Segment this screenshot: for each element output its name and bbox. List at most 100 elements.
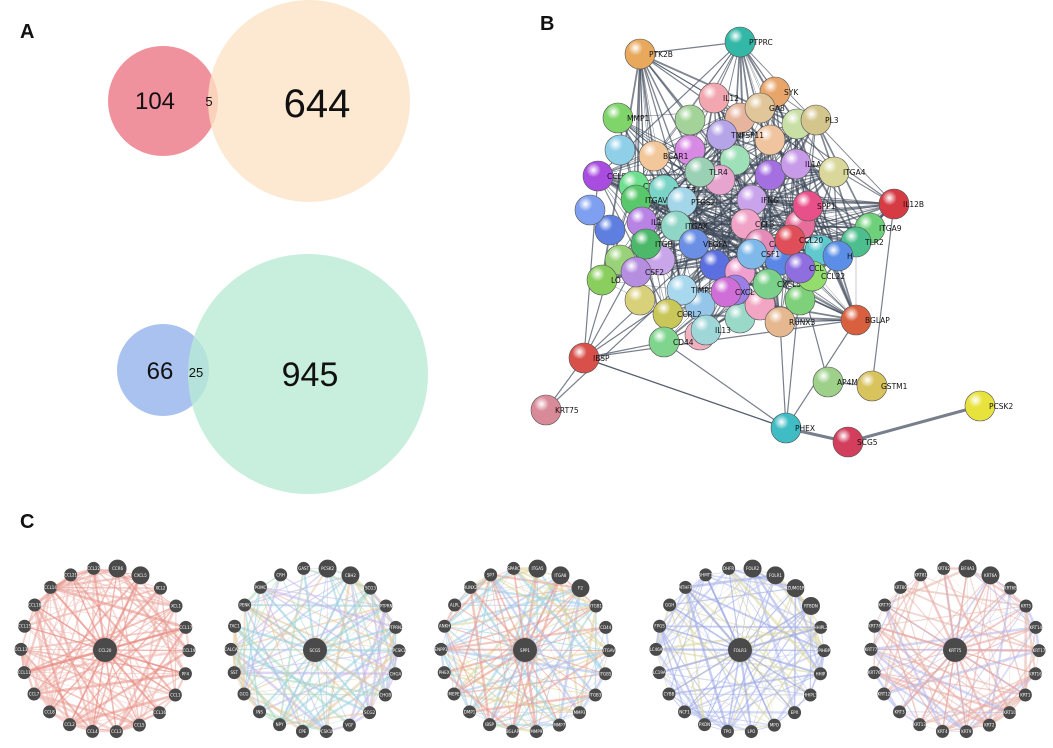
genemania-node-label: KRT79 [878, 602, 891, 607]
network-node-label: IL13 [715, 326, 731, 335]
genemania-node-label: FOLR1 [769, 573, 782, 578]
genemania-node [1032, 644, 1046, 658]
genemania-node-label: KRT76 [868, 670, 881, 675]
genemania-node [678, 705, 692, 719]
genemania-node [179, 620, 193, 634]
genemania-node [588, 688, 602, 702]
genemania-node-label: KRT82 [937, 566, 950, 571]
network-node [744, 92, 776, 124]
genemania-node [1018, 688, 1032, 702]
genemania-node [788, 706, 802, 720]
genemania-node-label: MMP7 [553, 723, 565, 728]
genemania-node [253, 705, 267, 719]
network-node [678, 228, 710, 260]
network-node-label: H [847, 252, 853, 261]
network-node-label: IL12 [723, 94, 739, 103]
genemania-node [228, 619, 242, 633]
network-node [764, 306, 796, 338]
venn-top-left-circle [108, 46, 218, 156]
genemania-node [817, 644, 831, 658]
network-node-label: RUNX3 [789, 318, 815, 327]
network-node-label: LO [611, 276, 621, 285]
genemania-node [878, 598, 892, 612]
network-node [964, 390, 996, 422]
genemania-node-label: MMP3 [574, 710, 586, 715]
genemania-node-label: CHGA [390, 671, 402, 676]
genemania-node-label: GPIHBP1 [815, 648, 833, 653]
genemania-node [877, 687, 891, 701]
genemania-node [505, 724, 519, 738]
network-node-unlabeled [674, 104, 706, 136]
protein-network: PTK2BPTPRCSYKIL12GA8MMP1MMPPL3TNFSF11BCA… [530, 26, 1013, 458]
network-node [586, 264, 618, 296]
genemania-node [599, 620, 613, 634]
venn-top-right-circle [208, 0, 410, 202]
genemania-node [813, 667, 827, 681]
genemania-node [663, 598, 677, 612]
genemania-node [463, 580, 477, 594]
network-node-label: CCL [809, 264, 824, 273]
genemania-node [913, 718, 927, 732]
genemania-node [85, 724, 99, 738]
genemania-node [529, 725, 543, 739]
network-node-label: ITGB [655, 240, 673, 249]
genemania-node [1029, 620, 1043, 634]
genemania-node [253, 580, 267, 594]
genemania-node-label: ITGAV [603, 648, 615, 653]
network-node-label: CSF1 [761, 250, 780, 259]
network-node [648, 326, 680, 358]
network-node [832, 426, 864, 458]
network-node-label: IL18 [651, 218, 667, 227]
genemania-node-label: CBH2 [345, 573, 357, 578]
network-node-label: GA8 [769, 104, 785, 113]
panel-a-label: A [20, 21, 34, 43]
genemania-node-label: KRT5 [1021, 603, 1032, 608]
genemania-center-node [303, 638, 327, 662]
venn-bottom-right-count: 945 [282, 356, 339, 394]
genemania-node [552, 718, 566, 732]
genemania-node-label: CCL3 [111, 729, 122, 734]
network-node-label: CCL20 [799, 236, 823, 245]
network-node-label: AP4M1 [837, 378, 863, 387]
genemania-node [295, 724, 309, 738]
genemania-node-label: HHIP [816, 671, 826, 676]
genemania-node [434, 642, 448, 656]
genemania-node-label: PXDN [699, 722, 710, 727]
network-node [724, 26, 756, 58]
genemania-node-label: CCL13 [15, 647, 28, 652]
network-node [784, 252, 816, 284]
genemania-network: ITGA5ITGA8F2ITGB1CD44ITGAVITGB5ITGB3MMP3… [434, 559, 616, 739]
network-node [792, 190, 824, 222]
genemania-node-label: ITGB3 [589, 693, 601, 698]
network-node [856, 370, 888, 402]
genemania-node [224, 642, 238, 656]
genemania-node [227, 666, 241, 680]
genemania-node-label: RUNX2 [463, 585, 477, 590]
genemania-node-label: CALCA [224, 647, 238, 652]
genemania-node-label: FOLR2 [746, 566, 759, 571]
network-node [666, 274, 698, 306]
network-node-label: ITGAX [685, 222, 708, 231]
genemania-node-label: KRT81 [914, 572, 927, 577]
genemania-node [318, 559, 337, 578]
genemania-node-label: KRT13 [913, 722, 926, 727]
genemania-node-label: CCL18 [28, 602, 41, 607]
network-node-label: PHEX [795, 424, 815, 433]
genemania-network: EIF4A3KRT6AKRT6BKRT5KRT14KRT17KRT16KRT1K… [864, 559, 1046, 739]
network-node [602, 102, 634, 134]
genemania-node-label: TAC1 [229, 624, 241, 629]
network-node-label: IL1A [805, 160, 822, 169]
genemania-node [27, 687, 41, 701]
genemania-node-label: FPGS [654, 624, 665, 629]
network-node-unlabeled [754, 124, 786, 156]
genemania-node [868, 619, 882, 633]
genemania-node [959, 725, 973, 739]
network-node-label: BCAR1 [663, 152, 689, 161]
network-node [710, 276, 742, 308]
genemania-node [319, 725, 333, 739]
genemania-node-label: CCL19 [183, 648, 196, 653]
genemania-networks: CCR6CXCL5XCL2XCL1CCL17CCL19PF4CCL1CCL16C… [14, 559, 1046, 739]
genemania-node [801, 596, 820, 615]
genemania-node-label: KRT14 [1029, 625, 1042, 630]
